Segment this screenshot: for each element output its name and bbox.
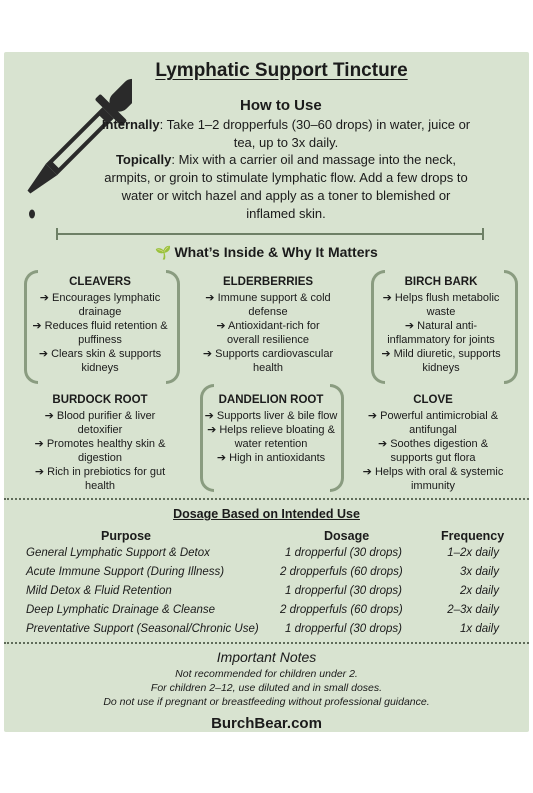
dosage-cell: 2 dropperfuls (60 drops) bbox=[280, 604, 403, 616]
herb-name: ELDERBERRIES bbox=[222, 276, 314, 288]
herb-point: ➔ Reduces fluid retention & puffiness bbox=[32, 320, 168, 346]
footer-website: BurchBear.com bbox=[211, 715, 322, 732]
column-header-frequency: Frequency bbox=[441, 529, 505, 543]
bracket-left-dandelion bbox=[200, 384, 214, 492]
dosage-heading: Dosage Based on Intended Use bbox=[173, 507, 360, 521]
table-row: General Lymphatic Support & Detox 1 drop… bbox=[4, 547, 529, 565]
dosage-cell: 1 dropperful (30 drops) bbox=[285, 547, 402, 559]
internally-instructions: Internally: Take 1–2 dropperfuls (30–60 … bbox=[100, 116, 472, 152]
purpose-cell: Acute Immune Support (During Illness) bbox=[26, 566, 225, 578]
herb-birch-bark: BIRCH BARK ➔ Helps flush metabolic waste… bbox=[374, 275, 508, 375]
herb-point: ➔ Promotes healthy skin & digestion bbox=[34, 438, 166, 464]
dotted-divider-top bbox=[4, 498, 529, 500]
herb-point: ➔ Helps flush metabolic waste bbox=[382, 292, 500, 318]
herb-point: ➔ Rich in prebiotics for gut health bbox=[34, 466, 166, 492]
info-card: Lymphatic Support Tincture How to Use In… bbox=[4, 52, 529, 732]
sprout-icon: 🌱 bbox=[155, 245, 172, 260]
topically-text: : Mix with a carrier oil and massage int… bbox=[104, 152, 468, 221]
internally-text: : Take 1–2 dropperfuls (30–60 drops) in … bbox=[159, 117, 471, 150]
table-row: Mild Detox & Fluid Retention 1 dropperfu… bbox=[4, 585, 529, 603]
herb-name: CLOVE bbox=[413, 394, 453, 406]
topically-instructions: Topically: Mix with a carrier oil and ma… bbox=[100, 151, 472, 223]
herb-name: BURDOCK ROOT bbox=[52, 394, 148, 406]
herb-point: ➔ Blood purifier & liver detoxifier bbox=[44, 410, 156, 436]
notes-heading: Important Notes bbox=[216, 649, 317, 665]
how-to-use-heading: How to Use bbox=[240, 97, 322, 114]
column-header-dosage: Dosage bbox=[324, 529, 370, 543]
herb-elderberries: ELDERBERRIES ➔ Immune support & cold def… bbox=[201, 275, 335, 375]
bracket-right-cleavers bbox=[166, 270, 180, 384]
topically-label: Topically bbox=[115, 152, 172, 167]
herb-name: CLEAVERS bbox=[69, 276, 131, 288]
bracket-left-cleavers bbox=[24, 270, 38, 384]
dosage-cell: 1 dropperful (30 drops) bbox=[285, 623, 402, 635]
herb-point: ➔ Immune support & cold defense bbox=[205, 292, 331, 318]
herb-point: ➔ Clears skin & supports kidneys bbox=[38, 348, 162, 374]
herb-clove: CLOVE ➔ Powerful antimicrobial & antifun… bbox=[358, 393, 508, 493]
herb-name: DANDELION ROOT bbox=[218, 394, 324, 406]
herb-point: ➔ Mild diuretic, supports kidneys bbox=[381, 348, 501, 374]
note-line: For children 2–12, use diluted and in sm… bbox=[150, 682, 383, 694]
section-divider bbox=[56, 228, 484, 240]
note-line: Do not use if pregnant or breastfeeding … bbox=[103, 696, 430, 708]
table-row: Deep Lymphatic Drainage & Cleanse 2 drop… bbox=[4, 604, 529, 622]
frequency-cell: 2–3x daily bbox=[447, 604, 499, 616]
dosage-cell: 1 dropperful (30 drops) bbox=[285, 585, 402, 597]
dotted-divider-bottom bbox=[4, 642, 529, 644]
herb-point: ➔ Antioxidant-rich for overall resilienc… bbox=[216, 320, 320, 346]
frequency-cell: 1x daily bbox=[460, 623, 499, 635]
purpose-cell: Mild Detox & Fluid Retention bbox=[26, 585, 172, 597]
herb-point: ➔ Encourages lymphatic drainage bbox=[39, 292, 161, 318]
whats-inside-heading-text: What’s Inside & Why It Matters bbox=[174, 244, 378, 260]
purpose-cell: Deep Lymphatic Drainage & Cleanse bbox=[26, 604, 216, 616]
frequency-cell: 2x daily bbox=[460, 585, 499, 597]
dosage-cell: 2 dropperfuls (60 drops) bbox=[280, 566, 403, 578]
herb-point: ➔ Helps relieve bloating & water retenti… bbox=[207, 424, 335, 450]
page-title: Lymphatic Support Tincture bbox=[155, 60, 408, 81]
column-header-purpose: Purpose bbox=[101, 529, 152, 543]
herb-point: ➔ Supports liver & bile flow bbox=[204, 410, 338, 422]
whats-inside-heading: 🌱What’s Inside & Why It Matters bbox=[4, 244, 529, 261]
purpose-cell: General Lymphatic Support & Detox bbox=[26, 547, 210, 559]
herb-point: ➔ High in antioxidants bbox=[216, 452, 326, 464]
bracket-left-birch bbox=[371, 270, 385, 384]
herb-cleavers: CLEAVERS ➔ Encourages lymphatic drainage… bbox=[32, 275, 168, 375]
herb-name: BIRCH BARK bbox=[404, 276, 478, 288]
table-row: Preventative Support (Seasonal/Chronic U… bbox=[4, 623, 529, 641]
frequency-cell: 3x daily bbox=[460, 566, 499, 578]
purpose-cell: Preventative Support (Seasonal/Chronic U… bbox=[26, 623, 259, 635]
herb-dandelion-root: DANDELION ROOT ➔ Supports liver & bile f… bbox=[204, 393, 338, 465]
dropper-icon bbox=[27, 78, 132, 219]
herb-point: ➔ Natural anti-inflammatory for joints bbox=[387, 320, 495, 346]
herb-burdock-root: BURDOCK ROOT ➔ Blood purifier & liver de… bbox=[32, 393, 168, 493]
internally-label: Internally bbox=[101, 117, 160, 132]
herb-point: ➔ Powerful antimicrobial & antifungal bbox=[367, 410, 499, 436]
frequency-cell: 1–2x daily bbox=[447, 547, 499, 559]
table-row: Acute Immune Support (During Illness) 2 … bbox=[4, 566, 529, 584]
herb-point: ➔ Helps with oral & systemic immunity bbox=[362, 466, 504, 492]
herb-point: ➔ Supports cardiovascular health bbox=[202, 348, 334, 374]
herb-point: ➔ Soothes digestion & supports gut flora bbox=[377, 438, 489, 464]
note-line: Not recommended for children under 2. bbox=[175, 668, 358, 680]
